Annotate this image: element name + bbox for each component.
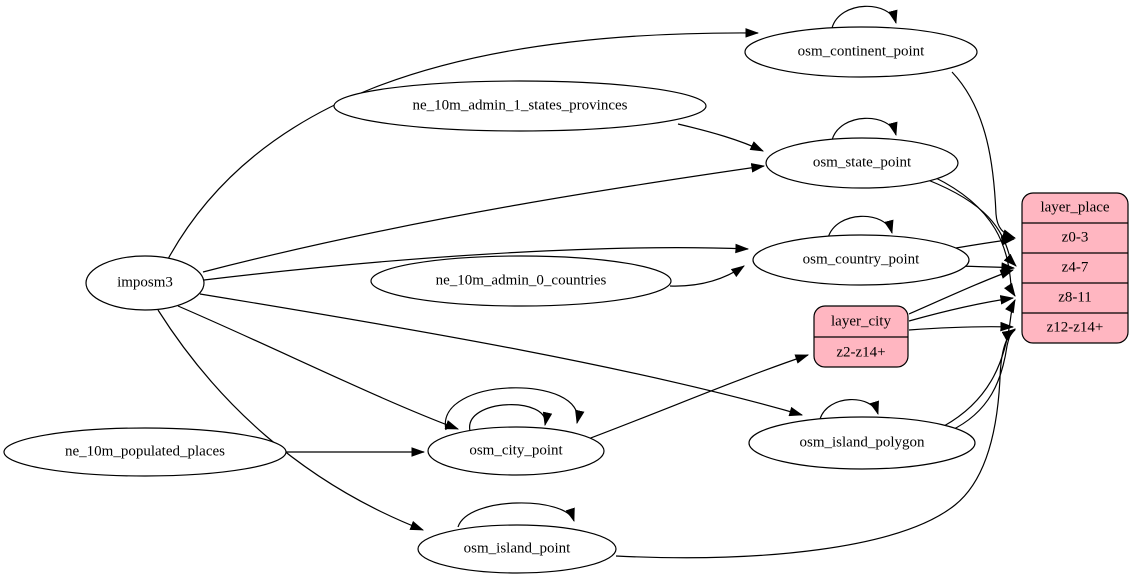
label-ne-10m-populated-places: ne_10m_populated_places [65, 443, 225, 460]
ellipse-node-shapes [3, 26, 978, 574]
label-imposm3: imposm3 [117, 274, 173, 291]
node-osm-city-point [427, 426, 605, 476]
label-osm-island-point: osm_island_point [463, 540, 571, 557]
record-node-layer-place [1021, 192, 1129, 344]
label-layer-place-row-z4-7: z4-7 [1061, 259, 1089, 276]
edge-group [157, 5, 1017, 559]
node-osm-island-point [417, 524, 617, 574]
node-osm-island-polygon [748, 416, 976, 470]
node-osm-continent-point [744, 26, 978, 78]
record-node-layer-city [813, 305, 909, 368]
label-layer-place-row-z0-3: z0-3 [1061, 229, 1089, 246]
label-layer-place-row-z12-z14: z12-z14+ [1046, 319, 1104, 336]
label-layer-place-title: layer_place [1040, 199, 1110, 216]
label-ne-10m-admin-1-states-provinces: ne_10m_admin_1_states_provinces [412, 97, 628, 114]
label-osm-island-polygon: osm_island_polygon [799, 434, 925, 451]
label-osm-continent-point: osm_continent_point [797, 43, 925, 60]
label-osm-state-point: osm_state_point [812, 154, 912, 171]
label-layer-city-row-z2-z14: z2-z14+ [836, 344, 886, 361]
label-layer-city-title: layer_city [831, 313, 891, 330]
label-layer-place-row-z8-11: z8-11 [1058, 289, 1092, 306]
node-ne-10m-populated-places [3, 427, 287, 477]
node-ne-10m-admin-0-countries [370, 255, 672, 307]
label-osm-country-point: osm_country_point [802, 251, 920, 268]
label-ne-10m-admin-0-countries: ne_10m_admin_0_countries [435, 272, 607, 289]
node-osm-state-point [765, 137, 959, 189]
label-osm-city-point: osm_city_point [469, 442, 563, 459]
node-osm-country-point [752, 234, 970, 286]
node-ne-10m-admin-1-states-provinces [333, 80, 707, 132]
node-imposm3 [85, 255, 205, 311]
